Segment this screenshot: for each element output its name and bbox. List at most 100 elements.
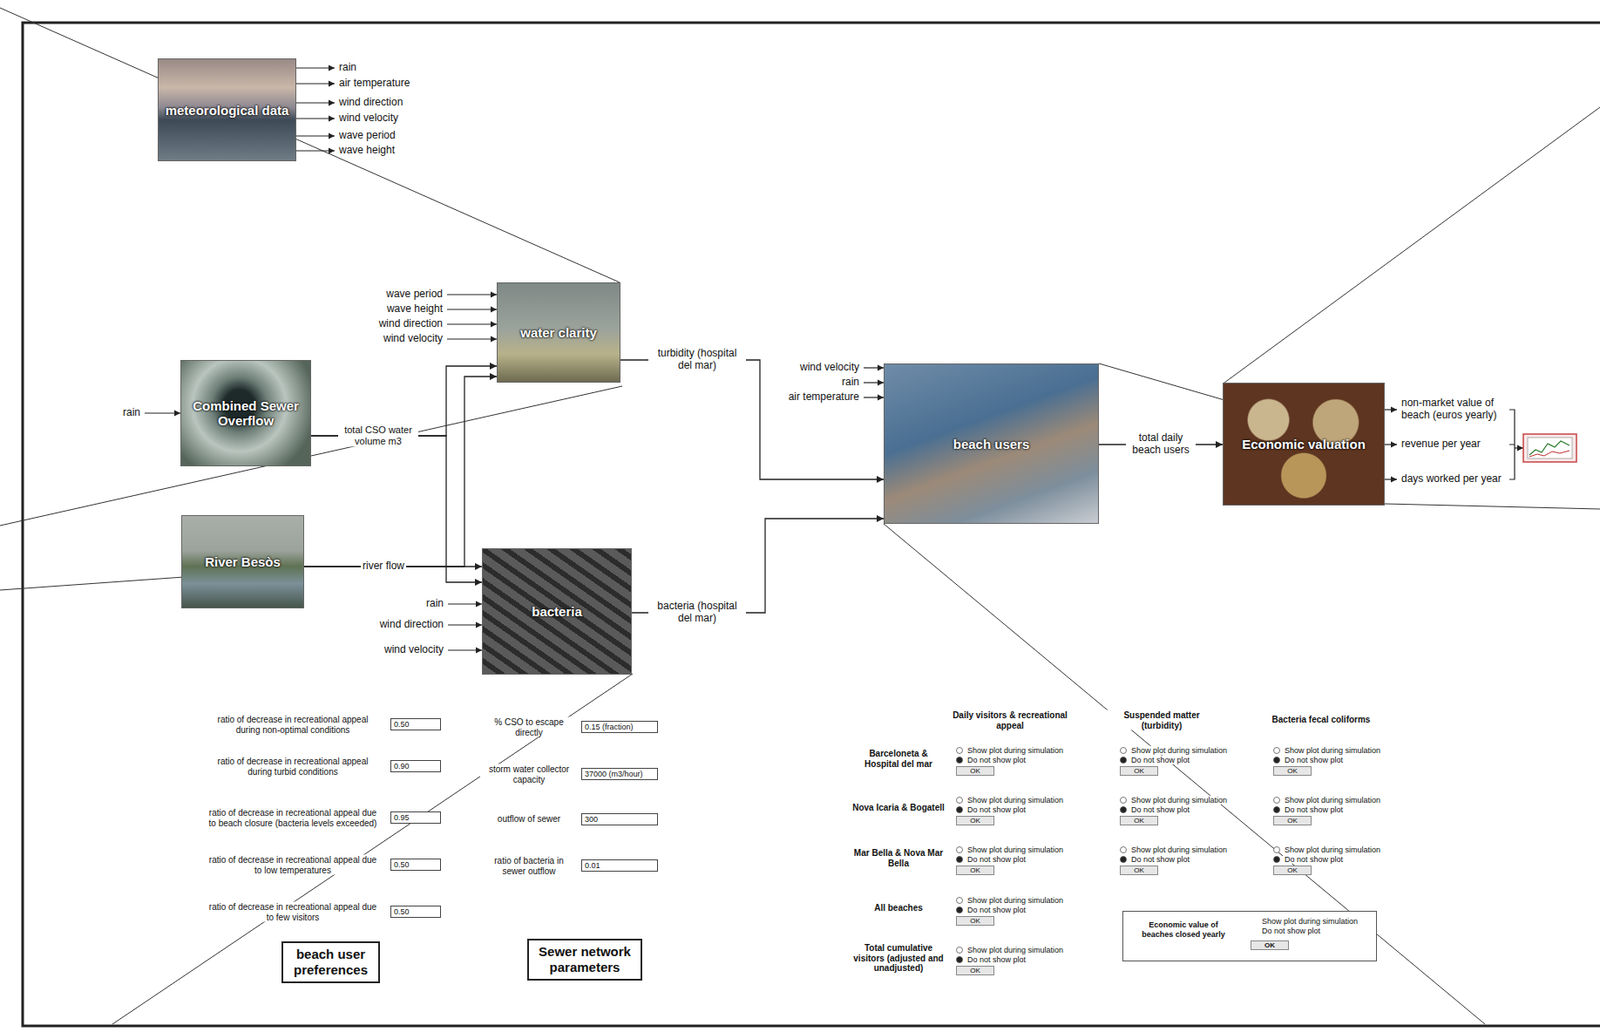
variable-wire: [863, 366, 884, 368]
input-field: 0.50: [390, 718, 441, 731]
variable-label: Do not show plot: [1282, 854, 1345, 864]
radio-button: [1120, 856, 1127, 863]
variable-label: ratio of decrease in recreational appeal…: [203, 901, 383, 923]
node-text: OK: [960, 966, 990, 975]
zoom-line: [1098, 363, 1225, 400]
variable-wire: [296, 101, 335, 103]
node-text: beach user preferences: [287, 946, 374, 978]
node-text: Economic value of beaches closed yearly: [1132, 920, 1235, 940]
variable-label: Do not show plot: [965, 854, 1028, 864]
variable-label: Show plot during simulation: [965, 895, 1065, 905]
connector-label: bacteria (hospital del mar): [648, 600, 746, 625]
flow-connector: [620, 359, 884, 480]
zoom-line: [1384, 503, 1600, 509]
node-text: OK: [1124, 866, 1154, 875]
node-text: beach users: [953, 436, 1031, 452]
variable-label: wind velocity: [382, 644, 446, 657]
node-text: Economic valuation: [1241, 436, 1366, 452]
variable-label: Suspended matter (turbidity): [1100, 710, 1223, 731]
ok-button: OK: [955, 915, 995, 926]
input-field: 0.95: [390, 811, 441, 824]
ok-button: OK: [1273, 865, 1312, 875]
variable-wire: [447, 649, 482, 651]
variable-label: Do not show plot: [1129, 805, 1192, 814]
ok-button: OK: [955, 766, 995, 776]
variable-label: rain: [121, 406, 143, 420]
node-text: meteorological data: [165, 102, 290, 118]
radio-button: [956, 757, 963, 764]
flow-connector: [631, 518, 884, 613]
variable-label: Show plot during simulation: [965, 745, 1065, 755]
variable-label: outflow of sewer: [495, 813, 563, 825]
node-text: Sewer network parameters: [533, 943, 637, 976]
variable-wire: [447, 623, 482, 625]
variable-wire: [1384, 478, 1397, 480]
ok-button: OK: [1119, 766, 1159, 776]
node-text: OK: [1124, 766, 1154, 775]
variable-label: Barceloneta & Hospital del mar: [849, 748, 948, 769]
radio-button: [1120, 806, 1127, 814]
flow-connector: [311, 435, 482, 583]
variable-wire: [447, 308, 497, 310]
variable-label: Show plot during simulation: [1129, 745, 1229, 755]
graph-icon: [1523, 433, 1577, 462]
variable-label: Show plot during simulation: [965, 795, 1065, 805]
variable-label: Do not show plot: [965, 755, 1028, 765]
variable-label: ratio of decrease in recreational appeal…: [203, 714, 383, 735]
graph-icon-curve: [1529, 450, 1570, 457]
variable-label: Mar Bella & Nova Mar Bella: [849, 847, 948, 868]
variable-wire: [296, 82, 335, 84]
variable-label: wave period: [337, 129, 398, 143]
radio-button: [1274, 797, 1281, 804]
variable-label: storm water collector capacity: [480, 764, 578, 785]
radio-button: [1120, 847, 1127, 854]
node-text: OK: [960, 766, 990, 775]
node-text: OK: [1277, 816, 1308, 825]
radio-button: [956, 956, 963, 963]
node-text: 0.50: [393, 859, 432, 870]
ok-button: OK: [1273, 766, 1312, 776]
zoom-line: [0, 7, 620, 283]
model-component: River Besòs: [181, 515, 305, 609]
radio-button: [1120, 747, 1127, 754]
variable-label: wind velocity: [381, 332, 445, 346]
flow-connector: [304, 376, 497, 567]
variable-label: Show plot during simulation: [1282, 745, 1383, 755]
model-component: bacteria: [481, 548, 632, 675]
model-component: beach users: [883, 363, 1099, 524]
variable-wire: [144, 412, 181, 414]
node-text: 37000 (m3/hour): [584, 768, 649, 780]
radio-button: [1274, 856, 1281, 863]
variable-label: ratio of decrease in recreational appeal…: [203, 807, 383, 828]
variable-label: rain: [840, 376, 862, 389]
radio-button: [956, 747, 963, 754]
zoom-line: [1224, 107, 1600, 383]
variable-label: All beaches: [872, 902, 925, 914]
variable-label: ratio of bacteria in sewer outflow: [480, 855, 578, 876]
radio-button: [956, 856, 963, 863]
variable-label: Do not show plot: [1129, 854, 1192, 864]
variable-label: days worked per year: [1399, 473, 1504, 486]
variable-label: wind direction: [377, 318, 445, 331]
node-text: OK: [1124, 816, 1154, 825]
ok-button: OK: [1119, 815, 1159, 826]
ok-button: OK: [1273, 815, 1312, 826]
variable-label: Do not show plot: [965, 905, 1028, 915]
variable-label: wind velocity: [798, 361, 862, 374]
graph-icon-screen: [1527, 437, 1573, 459]
node-text: 0.50: [393, 906, 432, 917]
model-component: meteorological data: [157, 58, 297, 162]
zoom-line: [0, 576, 184, 590]
zoom-line: [883, 523, 1485, 1024]
ok-button: OK: [955, 965, 995, 976]
variable-label: wind velocity: [337, 112, 400, 125]
connector-label: river flow: [360, 560, 407, 573]
node-text: bacteria: [531, 603, 583, 619]
radio-button: [1274, 757, 1281, 764]
ok-button: OK: [1250, 940, 1289, 950]
node-text: OK: [960, 866, 990, 875]
dialog-button: beach user preferences: [281, 941, 380, 984]
node-text: 0.15 (fraction): [584, 721, 649, 733]
node-text: water clarity: [520, 325, 597, 340]
